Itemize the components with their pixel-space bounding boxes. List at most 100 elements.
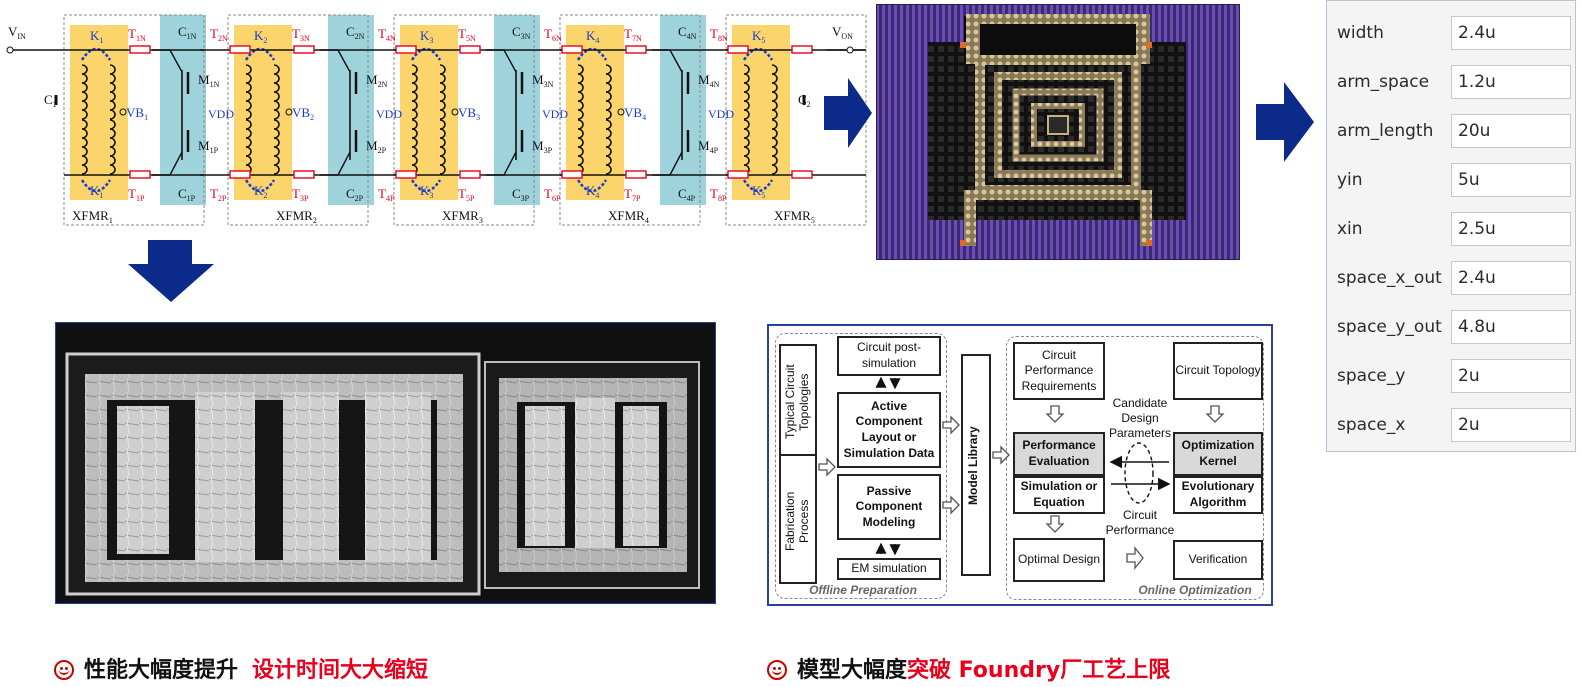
offline-preparation-label: Offline Preparation <box>809 583 917 597</box>
caption-left: 性能大幅度提升设计时间大大缩短 <box>54 652 428 684</box>
param-value-field[interactable]: 2u <box>1451 408 1571 442</box>
t-label-bottom: T6P <box>544 186 561 203</box>
xfmr-label: XFMR3 <box>442 208 483 225</box>
param-row: space_y_out 4.8u <box>1327 303 1577 352</box>
vdd-label: VDD <box>376 107 402 121</box>
cap-block-2 <box>328 15 374 205</box>
m-bottom-label: M3P <box>532 138 553 155</box>
vb-label: VB1 <box>126 105 148 122</box>
vb-node <box>119 108 127 116</box>
arrow-right-icon <box>824 78 872 148</box>
coil <box>605 109 612 120</box>
left-column-divider <box>779 454 817 456</box>
caption-right-red: 突破 Foundry厂工艺上限 <box>907 658 1171 683</box>
k-label-top: K2 <box>254 28 267 45</box>
coil <box>771 109 778 120</box>
t-res <box>459 170 481 179</box>
vdd-label: VDD <box>542 107 568 121</box>
t-res <box>229 45 251 54</box>
optimal-design-box: Optimal Design <box>1013 538 1105 582</box>
m-bottom-label: M1P <box>198 138 219 155</box>
cap-block-3 <box>494 15 540 205</box>
param-name: arm_space <box>1337 72 1430 92</box>
param-value-field[interactable]: 5u <box>1451 163 1571 197</box>
t-label-bottom: T2P <box>210 186 227 203</box>
param-name: space_y <box>1337 366 1406 386</box>
offline-group <box>775 333 947 599</box>
t-label-bottom: T8P <box>710 186 727 203</box>
stage-wires <box>486 49 517 176</box>
perf-requirements-box: Circuit Performance Requirements <box>1013 342 1105 400</box>
hollow-arrow-3 <box>942 495 960 515</box>
schematic-svg: K1K1XFMR1K2K2XFMR2K3K3XFMR3K4K4XFMR4K5K5… <box>6 14 867 226</box>
t-label-top: T2N <box>210 26 228 43</box>
coil <box>577 109 584 120</box>
t-res <box>129 45 151 54</box>
layout-svg <box>875 3 1241 261</box>
online-optimization-label: Online Optimization <box>1138 583 1252 597</box>
xfmr-dashed-2 <box>227 14 369 226</box>
t-label-top: T7N <box>624 26 642 43</box>
t-label-bottom: T5P <box>458 186 475 203</box>
coil <box>109 164 116 175</box>
t-res <box>727 45 749 54</box>
m-bottom-label: M2P <box>366 138 387 155</box>
t-res <box>229 170 251 179</box>
active-component-box: Active Component Layout or Simulation Da… <box>837 392 941 468</box>
xfmr-label: XFMR5 <box>774 208 815 225</box>
param-value-field[interactable]: 2.5u <box>1451 212 1571 246</box>
coil <box>273 164 280 175</box>
xfmr-label: XFMR2 <box>276 208 317 225</box>
vin-terminal <box>6 46 14 54</box>
param-row: space_y 2u <box>1327 352 1577 401</box>
t-res <box>791 170 813 179</box>
t-res <box>727 170 749 179</box>
c-top-label: C2N <box>346 24 365 41</box>
t-res <box>561 170 583 179</box>
c-bottom-label: C3P <box>512 186 530 203</box>
caption-left-black: 性能大幅度提升 <box>84 658 239 683</box>
hollow-arrows <box>818 405 1225 570</box>
smile-icon-2 <box>767 660 787 680</box>
stage-wires <box>152 49 183 176</box>
passive-component-box: Passive Component Modeling <box>837 474 941 540</box>
param-name: space_y_out <box>1337 317 1442 337</box>
k-label-top: K1 <box>90 28 103 45</box>
arrow-down-icon <box>128 240 214 302</box>
param-value-field[interactable]: 1.2u <box>1451 65 1571 99</box>
param-value-field[interactable]: 2.4u <box>1451 16 1571 50</box>
param-value-field[interactable]: 4.8u <box>1451 310 1571 344</box>
caption-right-black: 模型大幅度 <box>797 658 908 683</box>
caption-left-red: 设计时间大大缩短 <box>252 658 429 683</box>
param-value-field[interactable]: 20u <box>1451 114 1571 148</box>
t-res <box>561 45 583 54</box>
param-value-field[interactable]: 2u <box>1451 359 1571 393</box>
xfmr-dashed-1 <box>63 14 205 226</box>
t-res <box>129 170 151 179</box>
c1-label: C1 <box>44 92 57 109</box>
vb-node <box>451 108 459 116</box>
von-terminal <box>846 46 854 54</box>
evolutionary-algorithm-box: Evolutionary Algorithm <box>1173 476 1263 514</box>
k-label-bottom: K3 <box>420 183 433 200</box>
flow-arrows <box>818 376 1225 570</box>
hollow-arrow-8 <box>1126 546 1144 570</box>
t-label-bottom: T4P <box>378 186 395 203</box>
t-label-top: T3N <box>292 26 310 43</box>
xfmr-label: XFMR4 <box>608 208 649 225</box>
loop-ellipse <box>1124 442 1154 504</box>
t-res <box>395 170 417 179</box>
performance-evaluation-box: Performance Evaluation <box>1013 432 1105 476</box>
von-label: VON <box>832 24 853 41</box>
vb-label: VB3 <box>458 105 480 122</box>
param-value-field[interactable]: 2.4u <box>1451 261 1571 295</box>
vb-node <box>285 108 293 116</box>
coil <box>439 164 446 175</box>
circuit-post-sim-box: Circuit post-simulation <box>837 336 941 376</box>
coil <box>273 109 280 120</box>
